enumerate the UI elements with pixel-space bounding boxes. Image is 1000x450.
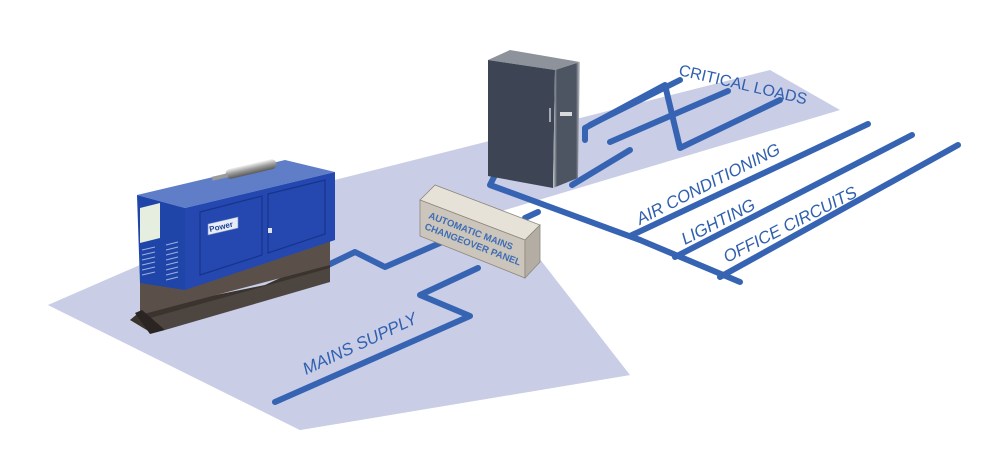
vents xyxy=(141,241,179,281)
generator-brand-logo: Power xyxy=(207,216,239,236)
generator: Power xyxy=(130,159,335,334)
wire-distribution-bus xyxy=(487,172,743,285)
wire-critical-branch-2 xyxy=(607,88,731,145)
exhaust-muffler xyxy=(211,159,277,181)
wire-office-circuits xyxy=(717,142,961,280)
wire-mains-supply xyxy=(272,265,481,405)
wire-panel-to-bus xyxy=(522,209,541,221)
wire-lighting xyxy=(672,132,915,260)
ups-cabinet xyxy=(488,50,580,188)
wire-generator-to-panel xyxy=(325,240,443,270)
wire-air-conditioning xyxy=(627,121,871,239)
floor-plane-critical xyxy=(335,70,840,225)
wire-critical-branch-1 xyxy=(587,77,683,128)
wire-ups-to-critical xyxy=(569,147,633,188)
cabinet-handle xyxy=(560,112,572,116)
floor-plane-lower xyxy=(48,225,630,430)
